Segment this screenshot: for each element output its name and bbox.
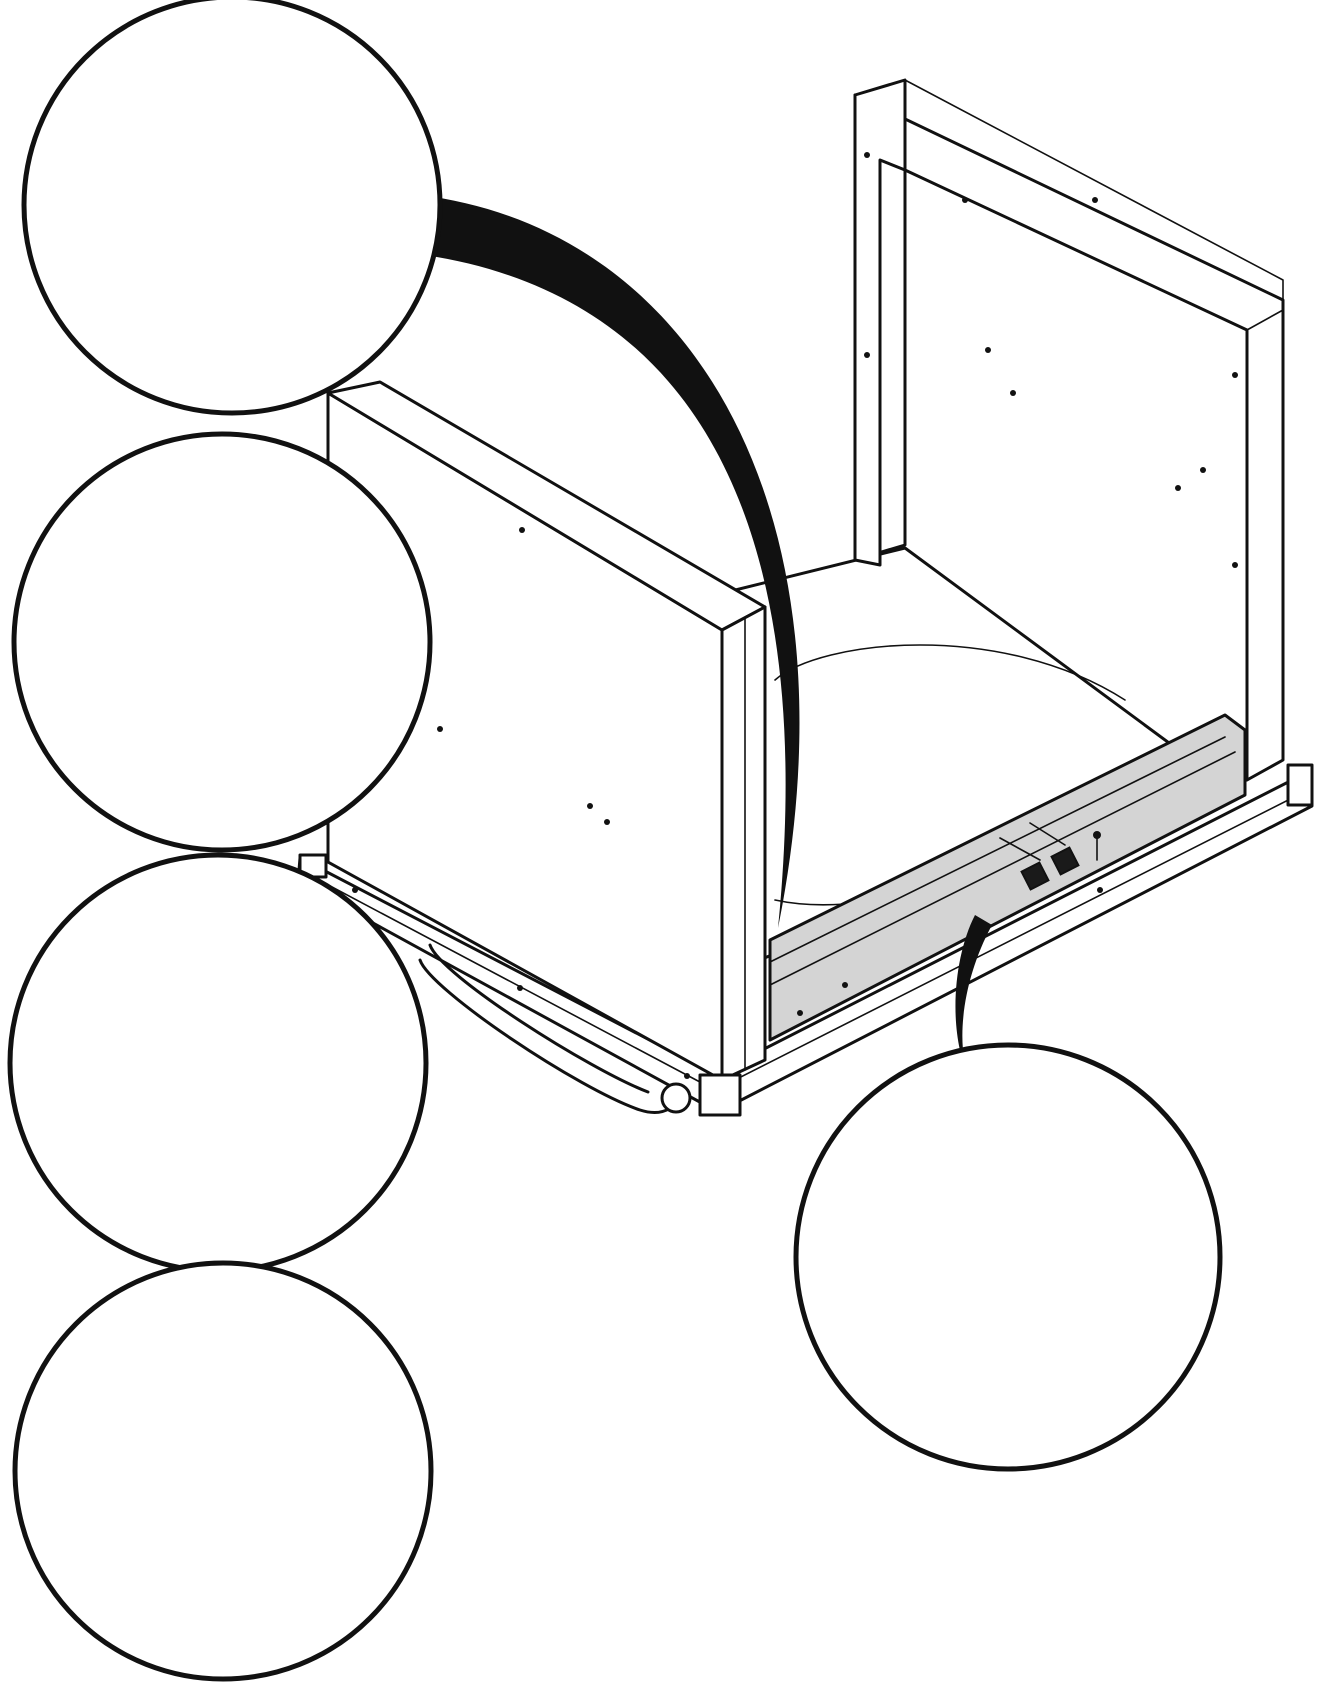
callout-pointer-rail [955, 915, 992, 1080]
front-corner-post [720, 605, 767, 1082]
detail-callout-bracket-fastened [12, 1260, 434, 1682]
detail-callout-top-left [21, 0, 443, 416]
panel-holes [352, 152, 1238, 1079]
detail-callout-bracket-rotate [7, 852, 429, 1274]
detail-callout-rail-clips [793, 1042, 1223, 1472]
callout-pointer-top [420, 195, 800, 928]
front-rail [768, 713, 1247, 1042]
detail-callout-bracket-slide [11, 431, 433, 853]
cabinet-main [296, 78, 1314, 1117]
